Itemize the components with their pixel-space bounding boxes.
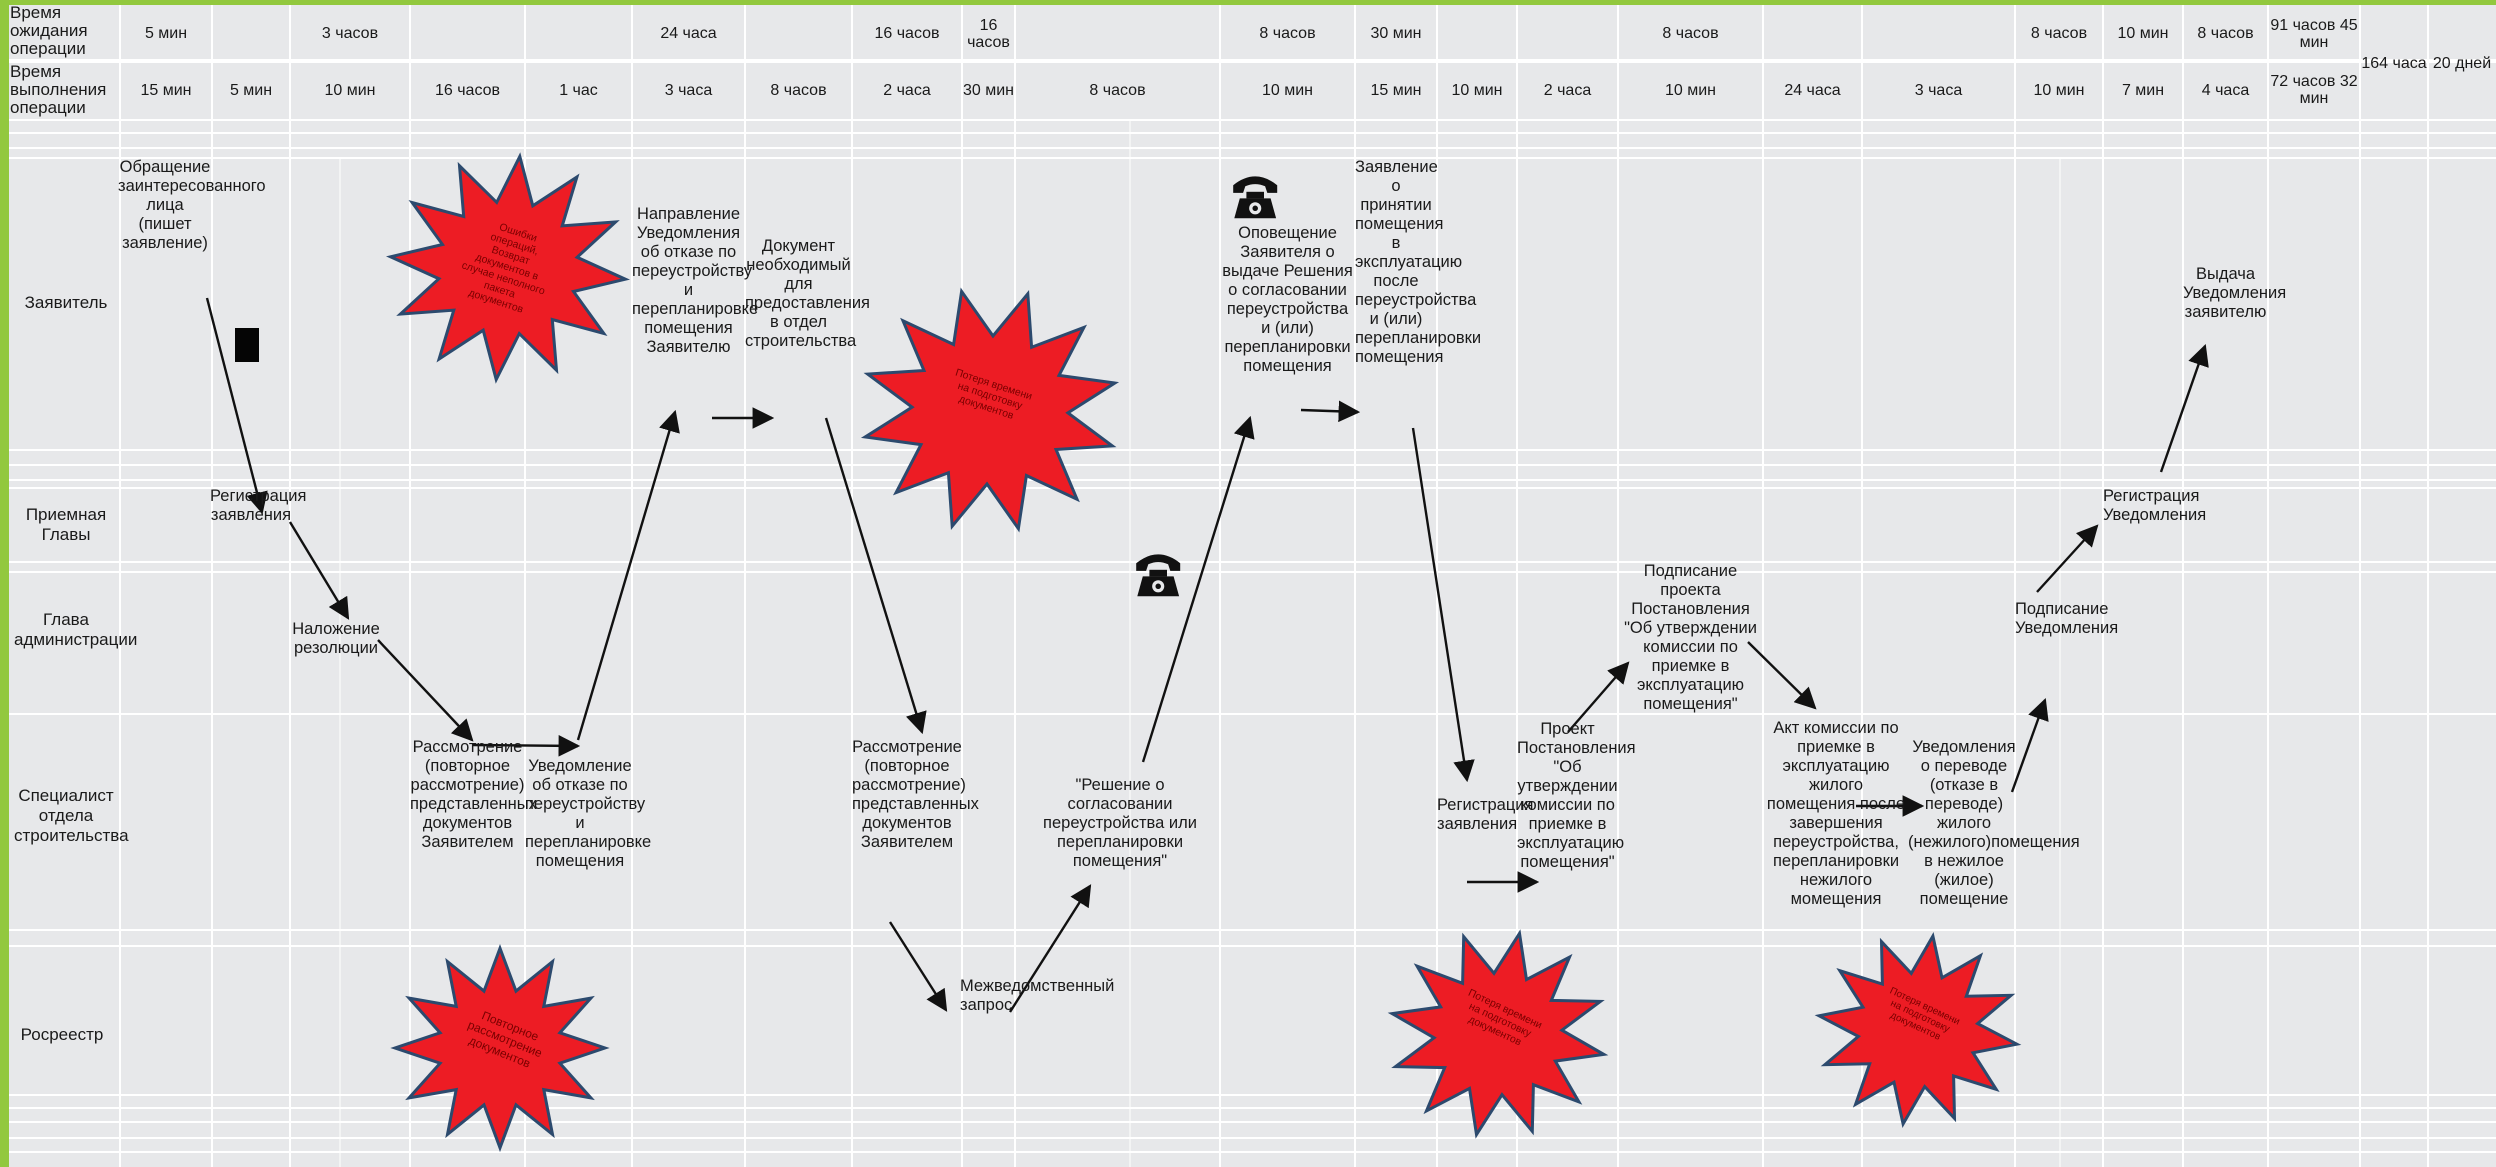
red-starburst [1387, 929, 1609, 1139]
exec-cell: 3 часа [1914, 81, 1963, 99]
exec-cell: 10 мин [2033, 81, 2085, 99]
step-registration-2: Регистрация заявления [1437, 796, 1534, 833]
step-draft-resolution: Проект Постановления "Об утверждении ком… [1517, 720, 1636, 871]
wait-cell: 24 часа [660, 24, 717, 42]
lane-label-specialist: Специалист отдела строительства [14, 786, 129, 845]
exec-time-row-label: Время выполнения операции [10, 62, 107, 117]
lane-label-applicant: Заявитель [24, 293, 108, 312]
flow-arrow [1567, 661, 1630, 733]
telephone-icon [1136, 554, 1181, 597]
exec-cell: 1 час [559, 81, 598, 99]
wait-cell: 8 часов [2197, 24, 2254, 42]
exec-cell: 8 часов [1089, 81, 1146, 99]
wait-cell: 30 мин [1370, 24, 1422, 42]
wait-cell: 8 часов [2030, 24, 2088, 42]
step-sign-notice: Подписание Уведомления [2015, 600, 2119, 637]
black-square-marker [235, 328, 259, 362]
total-hours-cell: 164 часа [2361, 54, 2427, 72]
exec-cell: 16 часов [434, 81, 501, 99]
red-starburst [1814, 932, 2022, 1128]
exec-cell: 10 мин [1261, 81, 1313, 99]
flow-arrow [1141, 415, 1255, 763]
step-issue-notice: Выдача Уведомления заявителю [2183, 265, 2287, 321]
lane-label-rosreestr: Росреестр [20, 1025, 104, 1044]
exec-cell: 15 мин [140, 81, 192, 99]
lane-label-head: Глава администрации [14, 610, 138, 649]
flow-arrow [377, 639, 474, 742]
exec-cell: 10 мин [324, 81, 376, 99]
step-review-2: Рассмотрение (повторное рассмотрение) пр… [852, 738, 979, 851]
step-signing-resolution: Подписание проекта Постановления "Об утв… [1624, 562, 1757, 713]
exec-cell: 15 мин [1370, 81, 1422, 99]
step-register-notice: Регистрация Уведомления [2103, 487, 2207, 524]
flow-arrow [205, 297, 268, 515]
exec-cell: 4 часа [2201, 81, 2250, 99]
left-accent-bar [0, 0, 9, 1167]
flow-arrow [1300, 400, 1361, 423]
step-refusal-sent: Направление Уведомления об отказе по пер… [632, 205, 759, 356]
step-notify: Оповещение Заявителя о выдаче Решения о … [1222, 224, 1353, 375]
flow-arrow [1747, 641, 1817, 710]
exec-cell: 3 часа [664, 81, 713, 99]
exec-cell: 10 мин [1664, 81, 1716, 99]
red-starburst [860, 287, 1120, 533]
step-refusal-notice: Уведомление об отказе по переустройству … [525, 757, 652, 870]
step-acceptance-application: Заявление о принятии помещения в эксплуа… [1355, 158, 1482, 366]
total-days-cell: 20 дней [2432, 54, 2492, 72]
exec-cell: 10 мин [1451, 81, 1503, 99]
exec-cell: 2 часа [1543, 81, 1592, 99]
wait-cell: 16 часов [967, 17, 1010, 51]
flow-arrow [1008, 884, 1092, 1013]
wait-cell: 8 часов [1259, 24, 1316, 42]
step-decision: "Решение о согласовании переустройства и… [1043, 776, 1197, 870]
wait-cell: 8 часов [1662, 24, 1719, 42]
flow-arrow [288, 521, 350, 620]
exec-cell: 8 часов [770, 81, 827, 99]
exec-cell: 7 мин [2121, 81, 2165, 99]
wait-time-row-label: Время ожидания операции [10, 3, 88, 58]
step-interagency: Межведомственный запрос [960, 977, 1115, 1014]
flow-arrow [2010, 697, 2049, 793]
flow-arrow [2036, 524, 2099, 593]
flow-arrow [471, 735, 581, 757]
red-starburst [390, 944, 610, 1153]
flow-arrow [1411, 427, 1475, 783]
wait-cell: 5 мин [144, 24, 188, 42]
flow-arrow [2159, 343, 2209, 473]
exec-cell: 72 часов 32 мин [2270, 73, 2358, 107]
step-review-1: Рассмотрение (повторное рассмотрение) пр… [410, 738, 537, 851]
exec-cell: 30 мин [962, 81, 1014, 99]
red-starburst [385, 152, 631, 384]
wait-cell: 10 мин [2117, 24, 2169, 42]
telephone-icon [1233, 176, 1278, 219]
wait-cell: 91 часов 45 мин [2270, 17, 2358, 51]
lane-label-reception: Приемная Главы [25, 505, 107, 544]
step-registration-1: Регистрация заявления [210, 487, 307, 524]
wait-cell: 3 часов [321, 24, 379, 42]
exec-cell: 2 часа [883, 81, 931, 99]
step-resolution: Наложение резолюции [292, 620, 380, 657]
step-commission-act: Акт комиссии по приемке в эксплуатацию ж… [1766, 719, 1906, 908]
flow-arrow [888, 921, 948, 1012]
step-docs-submit: Документ необходимый для предоставления … [745, 237, 870, 350]
flow-arrow [576, 409, 680, 741]
step-appeal: Обращение заинтересованного лица (пишет … [118, 158, 266, 252]
step-transfer-notice: Уведомления о переводе (отказе в перевод… [1908, 738, 2080, 908]
flow-arrow [824, 417, 927, 735]
exec-cell: 5 мин [229, 81, 273, 99]
wait-cell: 16 часов [874, 24, 940, 42]
top-accent-bar [0, 0, 2496, 5]
exec-cell: 24 часа [1784, 81, 1841, 99]
